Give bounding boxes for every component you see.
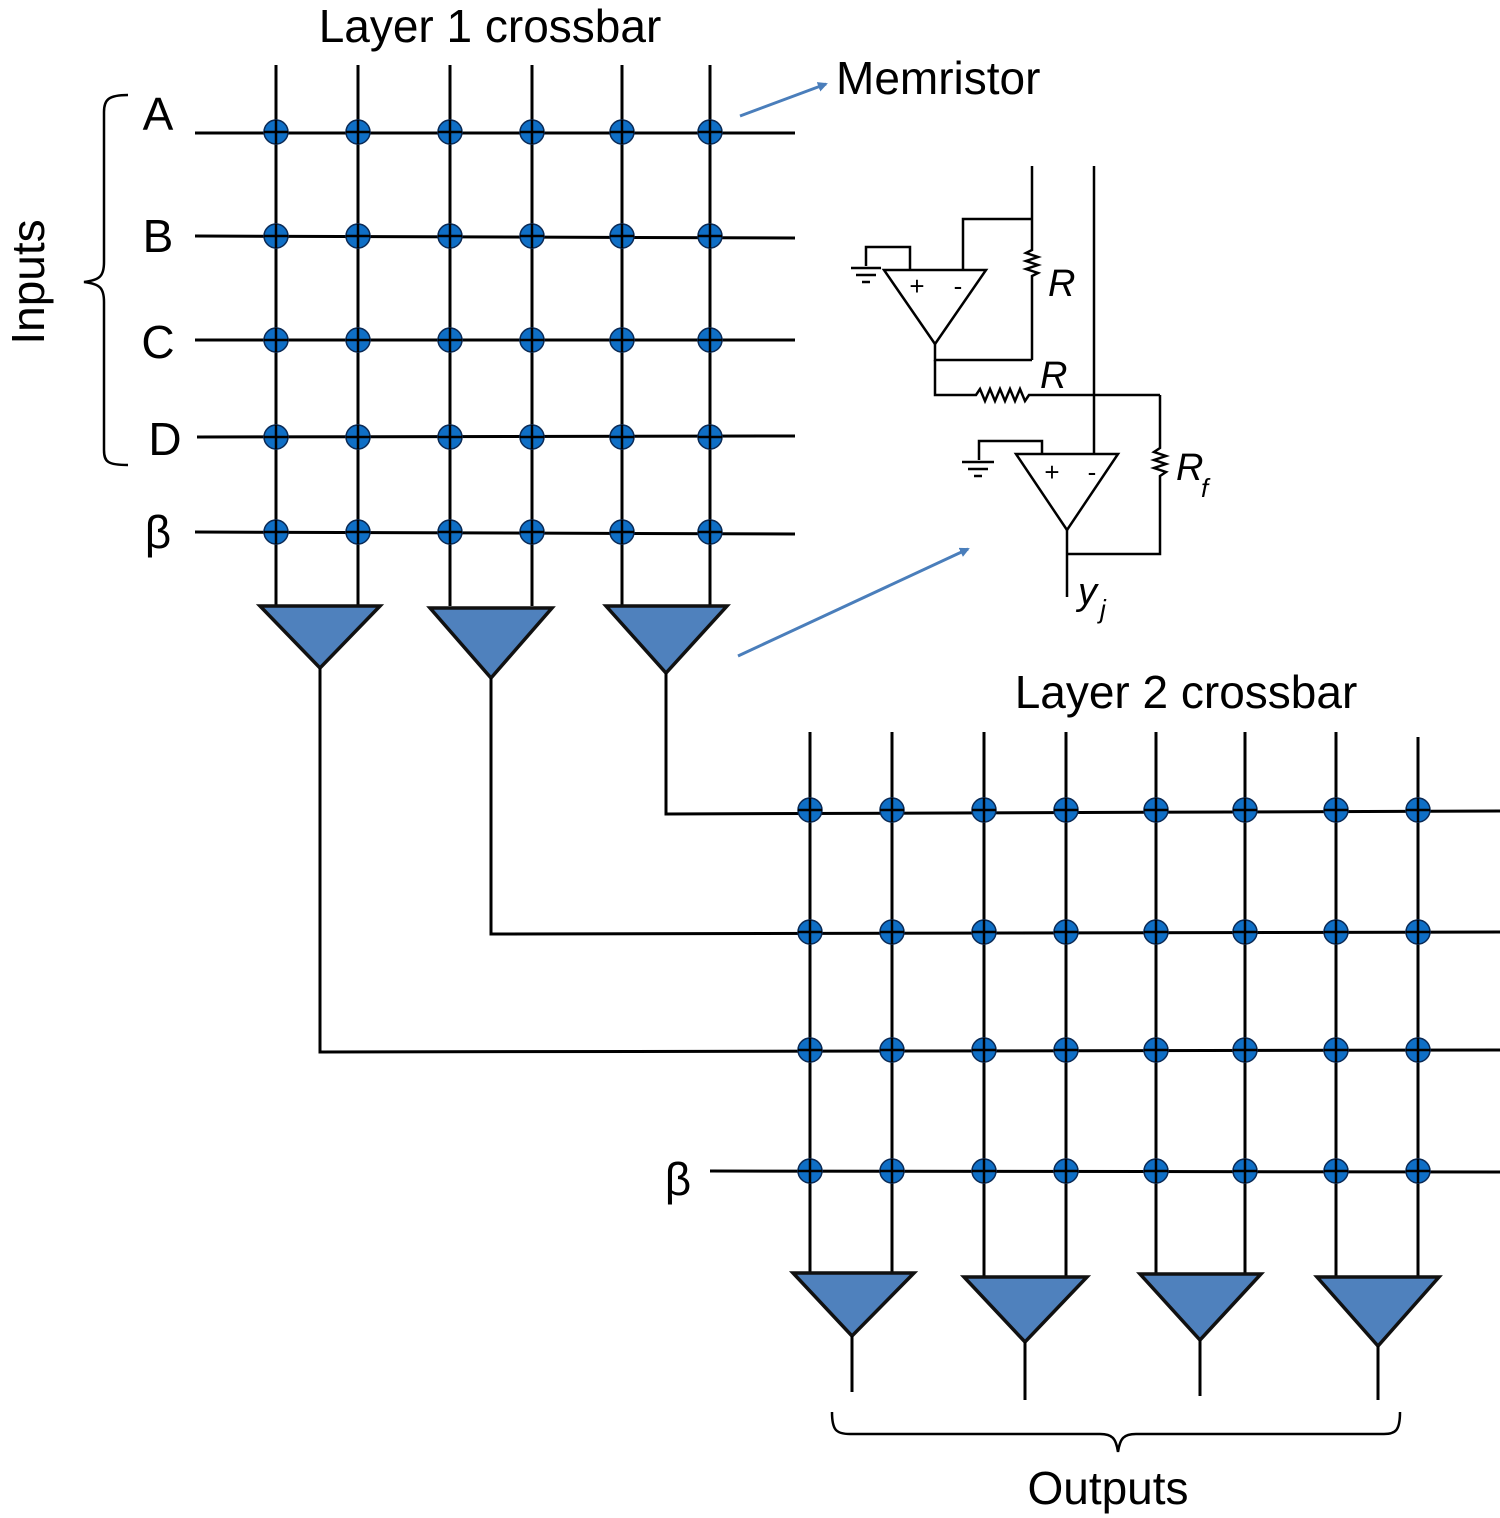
inter-layer-wire <box>664 673 1500 816</box>
inter-layer-wires <box>318 668 1500 1054</box>
input-row-label-d: D <box>148 413 181 465</box>
opamp-1-minus: - <box>954 271 963 301</box>
outputs-brace <box>830 1411 1402 1453</box>
circuit-detail-arrow <box>737 547 970 658</box>
outputs-label: Outputs <box>1027 1462 1188 1514</box>
output-label: y <box>1075 571 1099 613</box>
layer1-row-wire <box>194 530 796 536</box>
bias-label-layer2: β <box>665 1153 691 1205</box>
layer1-amplifier <box>602 604 731 676</box>
opamp-2-plus: + <box>1044 457 1059 487</box>
opamp-1-plus-wire <box>864 245 912 270</box>
opamp-1 <box>881 268 989 347</box>
output-subscript: j <box>1097 594 1107 624</box>
layer2-bias-wire <box>709 1169 1500 1174</box>
inputs-label: Inputs <box>2 219 54 344</box>
layer2-amplifier <box>788 1271 919 1339</box>
layer1-memristor-nodes <box>263 119 723 545</box>
layer1-amplifier <box>426 606 556 681</box>
layer1-title: Layer 1 crossbar <box>319 0 662 52</box>
input-row-label-c: C <box>141 316 174 368</box>
layer1-amplifiers <box>255 604 731 681</box>
layer2-amplifier <box>959 1275 1092 1345</box>
memristor-label: Memristor <box>836 52 1040 104</box>
input-row-label-b: B <box>143 210 174 262</box>
layer1-amplifier <box>255 604 385 671</box>
opamp-2 <box>1013 452 1121 533</box>
resistor-r2 <box>968 385 1160 405</box>
inputs-brace <box>83 93 129 467</box>
layer2-memristor-nodes <box>797 797 1431 1184</box>
resistor-r1-label: R <box>1048 263 1075 305</box>
inter-layer-wire <box>318 668 1500 1054</box>
layer2-amplifier <box>1136 1272 1266 1343</box>
feedback-resistor <box>1067 395 1170 556</box>
opamp-1-plus: + <box>909 271 924 301</box>
resistor-r2-label: R <box>1040 355 1067 397</box>
layer1-column-wires <box>274 65 712 606</box>
memristor-arrow <box>739 82 828 118</box>
input-row-label-a: A <box>143 88 174 140</box>
resistor-r1 <box>1022 244 1042 360</box>
layer1-row-wire <box>194 234 796 240</box>
opamp-2-minus: - <box>1088 457 1097 487</box>
opamp-1-minus-wire <box>961 217 1032 270</box>
feedback-resistor-subscript: f <box>1201 473 1211 503</box>
neuron-circuit: R + - R R f + - y j <box>851 166 1211 624</box>
feedback-resistor-label: R <box>1176 447 1203 489</box>
layer2-amplifier <box>1313 1275 1443 1349</box>
opamp-2-plus-wire <box>977 439 1044 460</box>
opamp-1-feedback-wire <box>933 344 1032 362</box>
layer2-amplifiers <box>788 1271 1443 1400</box>
bias-label-layer1: β <box>145 506 171 558</box>
layer2-title: Layer 2 crossbar <box>1015 666 1358 718</box>
layer1-row-wires <box>194 131 796 536</box>
opamp-1-output-wire <box>933 360 968 397</box>
layer1-row-wire <box>196 434 796 439</box>
